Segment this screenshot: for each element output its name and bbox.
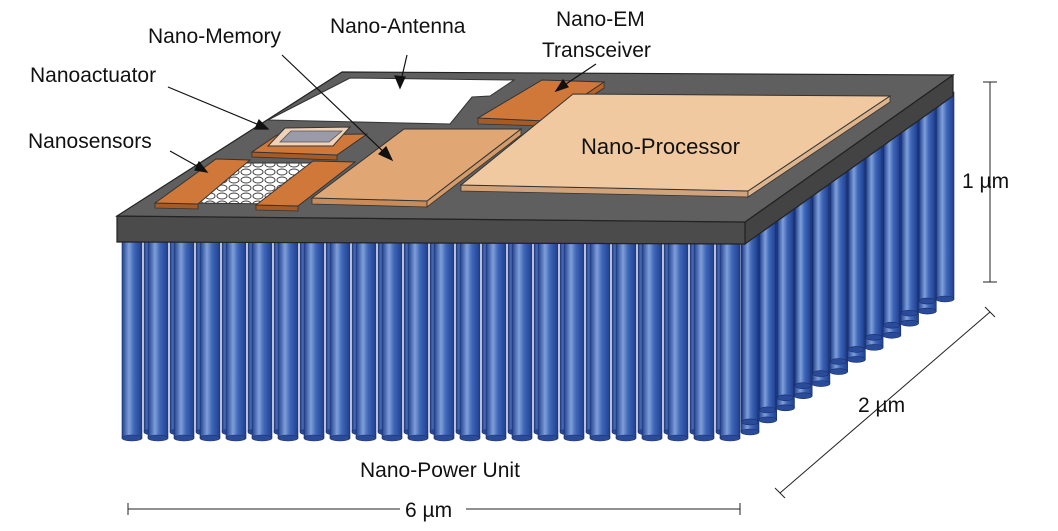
- nano-memory-label: Nano-Memory: [148, 25, 282, 48]
- power-rod: [615, 241, 637, 442]
- depth-tick-bottom: [774, 487, 786, 499]
- nano-memory: [310, 128, 523, 208]
- actuator-inner: [279, 130, 344, 143]
- power-rod: [759, 203, 776, 414]
- memory-arrowhead: [377, 145, 394, 162]
- power-rod: [537, 241, 559, 442]
- power-rod: [225, 241, 247, 442]
- depth-dimension-line: [779, 311, 991, 494]
- power-rod: [459, 241, 481, 442]
- power-rod: [303, 241, 325, 442]
- power-rod: [883, 121, 900, 329]
- nanosensors-label: Nanosensors: [28, 130, 152, 153]
- depth-dimension-label: 2 µm: [858, 394, 905, 417]
- power-rod: [935, 91, 955, 303]
- power-rod: [667, 241, 689, 442]
- power-rod: [830, 156, 847, 365]
- power-rod: [121, 241, 143, 442]
- nano-power-rods-front: [121, 241, 741, 442]
- width-dimension-label: 6 µm: [405, 499, 452, 522]
- power-rod: [147, 241, 169, 442]
- power-rod: [433, 241, 455, 442]
- nanoactuator-label: Nanoactuator: [30, 64, 156, 87]
- power-rod: [901, 109, 918, 317]
- power-rod: [329, 241, 351, 442]
- labels: Nano-Antenna Nano-Memory Nanoactuator Na…: [28, 8, 1009, 522]
- nano-antenna: [267, 77, 516, 125]
- power-rod: [355, 241, 377, 442]
- power-rod: [812, 168, 830, 377]
- nanosensors: [153, 158, 357, 212]
- power-rod: [918, 97, 936, 305]
- power-rod: [173, 241, 195, 442]
- sensors-arrowhead: [194, 160, 209, 173]
- memory-pointer: [281, 54, 389, 157]
- nanoactuator: [250, 126, 369, 161]
- callout-lines: [167, 54, 597, 173]
- power-rod: [589, 241, 611, 442]
- transceiver-arrowhead: [554, 78, 569, 93]
- antenna-patch: [267, 77, 516, 125]
- nano-power-unit-label: Nano-Power Unit: [360, 459, 520, 482]
- power-rod: [485, 241, 507, 442]
- nano-processor-label: Nano-Processor: [581, 134, 740, 159]
- height-dimension-label: 1 µm: [962, 170, 1009, 193]
- power-rod: [511, 241, 533, 442]
- power-rod: [563, 241, 585, 442]
- sensor-left-electrode: [153, 158, 252, 205]
- power-rod: [381, 241, 403, 442]
- nano-em-label-line1: Nano-EM: [556, 8, 645, 31]
- actuator-pointer: [167, 86, 265, 128]
- memory-top: [310, 128, 523, 202]
- actuator-arrowhead: [254, 118, 270, 130]
- power-rod: [719, 241, 741, 442]
- width-label-backdrop: [400, 496, 466, 522]
- power-rod: [641, 241, 663, 442]
- nano-em-label-line2: Transceiver: [542, 39, 651, 62]
- power-rod: [847, 144, 865, 353]
- power-rod: [407, 241, 429, 442]
- power-rod: [199, 241, 221, 442]
- power-rod: [693, 241, 715, 442]
- antenna-arrowhead: [394, 75, 406, 90]
- nano-antenna-label: Nano-Antenna: [330, 15, 466, 38]
- power-rod: [794, 180, 812, 389]
- power-rod: [251, 241, 273, 442]
- depth-tick-top: [984, 306, 996, 318]
- processor-top: [459, 93, 892, 192]
- power-rod: [865, 133, 883, 341]
- sensor-right-electrode: [254, 160, 357, 207]
- power-rod: [741, 215, 759, 426]
- power-rod: [777, 192, 794, 402]
- nano-processor: [459, 93, 892, 198]
- power-rod: [277, 241, 299, 442]
